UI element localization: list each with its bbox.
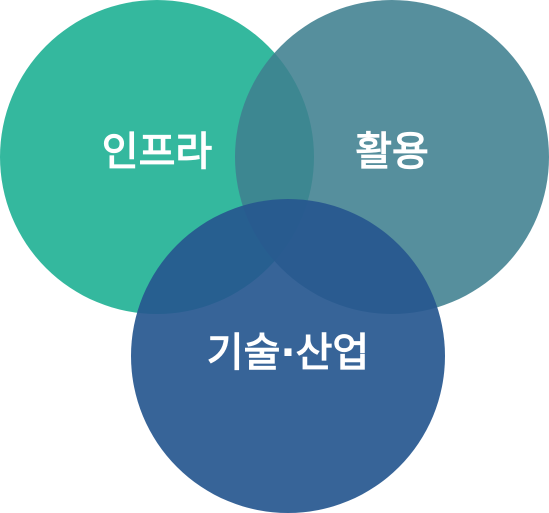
label-infra: 인프라 [102,129,213,175]
label-usage: 활용 [355,129,429,175]
circle-tech-industry [131,199,445,513]
label-tech-industry: 기술·산업 [207,330,369,376]
